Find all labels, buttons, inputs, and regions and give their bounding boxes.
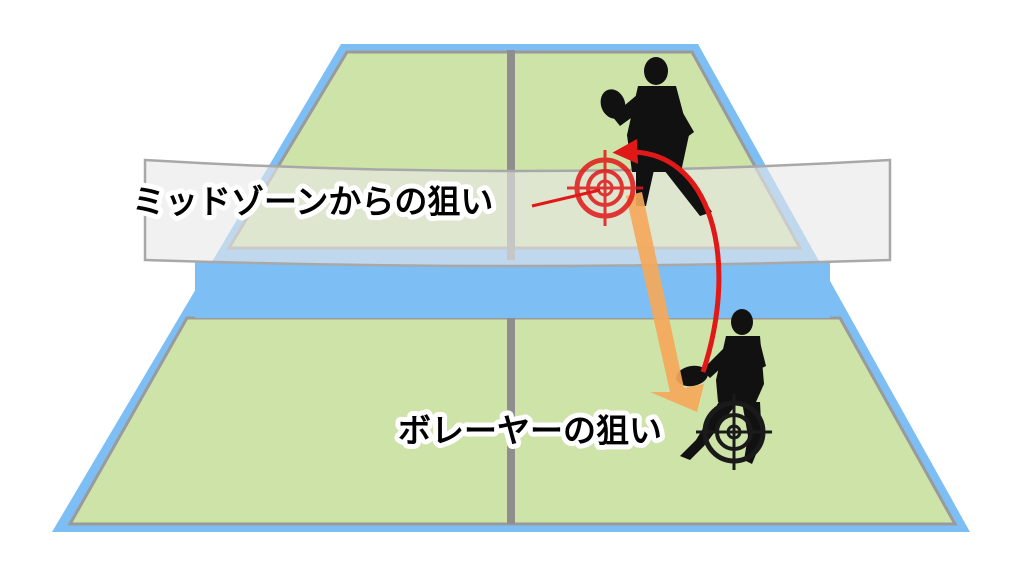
red-target-icon — [567, 150, 643, 226]
orange-shot-arrow — [626, 192, 704, 412]
volleyer-label: ボレーヤーの狙い — [398, 411, 662, 450]
black-target-icon — [696, 394, 772, 470]
red-curved-arrow — [612, 138, 722, 373]
mid-zone-label: ミッドゾーンからの狙い — [132, 182, 493, 221]
mid-zone-band — [143, 158, 892, 268]
mid-zone-pointer-line — [531, 188, 601, 208]
kitchen-band — [195, 262, 830, 318]
